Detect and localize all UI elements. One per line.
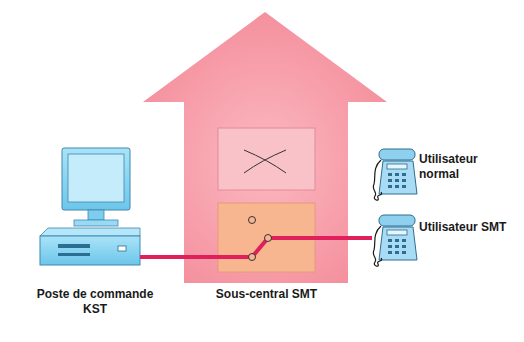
node-caption: Utilisateur SMT [419,220,519,235]
building-outline [143,12,387,283]
crosspoint-symbol [244,150,286,173]
node-label: Utilisateur normal [419,152,519,182]
sub-central-box [218,203,315,272]
sub-central: Sous-central SMT [218,203,315,272]
user-phone: Utilisateur SMT [372,214,416,266]
computer-icon [40,148,140,265]
node-label: Utilisateur SMT [419,220,519,235]
switch-contact [249,217,256,224]
control-station: Poste de commande KST [40,145,140,267]
switch-contact [249,254,256,261]
switch-contact [265,235,272,242]
telephone-icon [373,215,417,266]
node-label: Poste de commande KST [28,287,162,317]
node-caption: Poste de commande KST [28,287,162,317]
switch-box [218,128,315,190]
telephone-icon [373,149,417,200]
connector-wire [315,236,372,240]
node-label: Sous-central SMT [208,287,325,302]
node-caption: Sous-central SMT [208,287,325,302]
connector-wire [140,255,218,259]
user-phone: Utilisateur normal [372,148,416,200]
node-caption: Utilisateur normal [419,152,519,182]
